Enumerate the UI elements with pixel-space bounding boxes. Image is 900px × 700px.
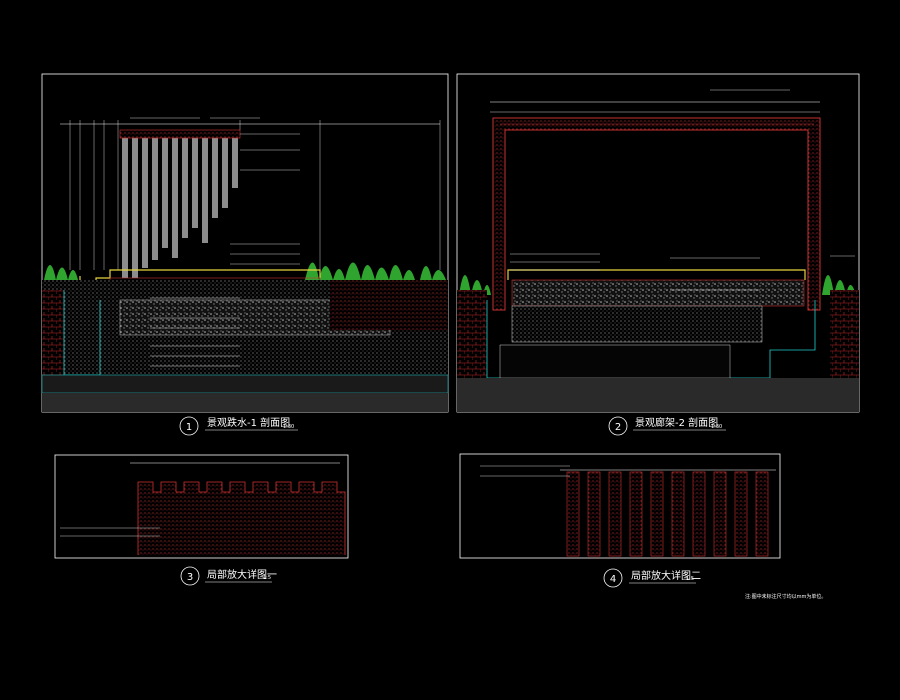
panel-1-annotation-leaders — [130, 117, 300, 367]
panel-3-number-circle — [180, 566, 200, 586]
panel-2-gravel-layer — [511, 305, 763, 343]
panel-4-title: 局部放大详图二 — [631, 569, 701, 582]
panel-2-title: 景观廊架-2 剖面图 — [635, 416, 718, 429]
panel-4-slat — [650, 471, 664, 557]
panel-4-slat — [734, 471, 748, 557]
panel-2-brick-right — [830, 290, 859, 390]
panel-3-detail-drawing: 3 局部放大详图一 1:5 — [54, 454, 349, 586]
panel-4-slat — [755, 471, 769, 557]
panel-1-ground — [42, 393, 448, 412]
panel-4-slat — [587, 471, 601, 557]
panel-1-water-curtain-slats — [122, 138, 238, 278]
panel-1-red-hatch — [330, 280, 448, 330]
panel-1-base-slab — [41, 374, 449, 394]
panel-1-section-drawing: 1 景观跌水-1 剖面图 1:30 — [41, 73, 449, 436]
panel-2-section-drawing: 2 景观廊架-2 剖面图 1:30 — [456, 73, 860, 436]
panel-1-scale: 1:30 — [283, 424, 294, 430]
panel-1-number: 1 — [186, 422, 192, 433]
panel-2-brick-left — [457, 290, 487, 390]
panel-4-slat — [566, 471, 580, 557]
panel-4-scale: 1:5 — [686, 576, 694, 582]
panel-2-annotation-leaders — [510, 89, 855, 291]
panel-4-detail-drawing: 4 局部放大详图二 1:5 — [459, 453, 781, 588]
panel-4-slat-section — [566, 471, 769, 557]
panel-1-top-beam — [119, 129, 241, 139]
panel-2-number-circle — [608, 416, 628, 436]
panel-2-cyan-outline — [486, 300, 816, 379]
panel-2-scale: 1:30 — [711, 424, 722, 430]
panel-3-title: 局部放大详图一 — [207, 568, 277, 581]
panel-1-planting — [44, 262, 446, 280]
panel-4-annotation-leaders — [480, 465, 570, 477]
panel-1-title: 景观跌水-1 剖面图 — [207, 416, 290, 429]
panel-2-ground — [457, 378, 859, 412]
panel-2-foundation — [499, 344, 731, 379]
panel-2-pergola-frame — [492, 117, 821, 311]
panel-3-frame — [54, 454, 349, 559]
panel-4-frame — [459, 453, 781, 559]
panel-1-dimension-ticks — [69, 120, 441, 270]
drawing-note: 注:图中未标注尺寸均以mm为单位。 — [745, 593, 826, 600]
panel-4-number-circle — [603, 568, 623, 588]
panel-4-slat — [629, 471, 643, 557]
panel-4-slat — [671, 471, 685, 557]
panel-4-slat — [713, 471, 727, 557]
panel-3-slat-profile — [137, 481, 346, 555]
panel-2-pool-edge — [507, 269, 806, 280]
panel-2-number: 2 — [615, 422, 621, 433]
panel-4-number: 4 — [610, 574, 616, 585]
panel-3-number: 3 — [187, 572, 193, 583]
panel-3-tooth-profile — [137, 481, 346, 555]
panel-4-slat — [608, 471, 622, 557]
panel-2-pool-body — [511, 279, 805, 307]
panel-3-annotation-leaders — [60, 527, 160, 537]
panel-3-scale: 1:5 — [263, 575, 271, 581]
panel-1-number-circle — [179, 416, 199, 436]
panel-4-slat — [692, 471, 706, 557]
